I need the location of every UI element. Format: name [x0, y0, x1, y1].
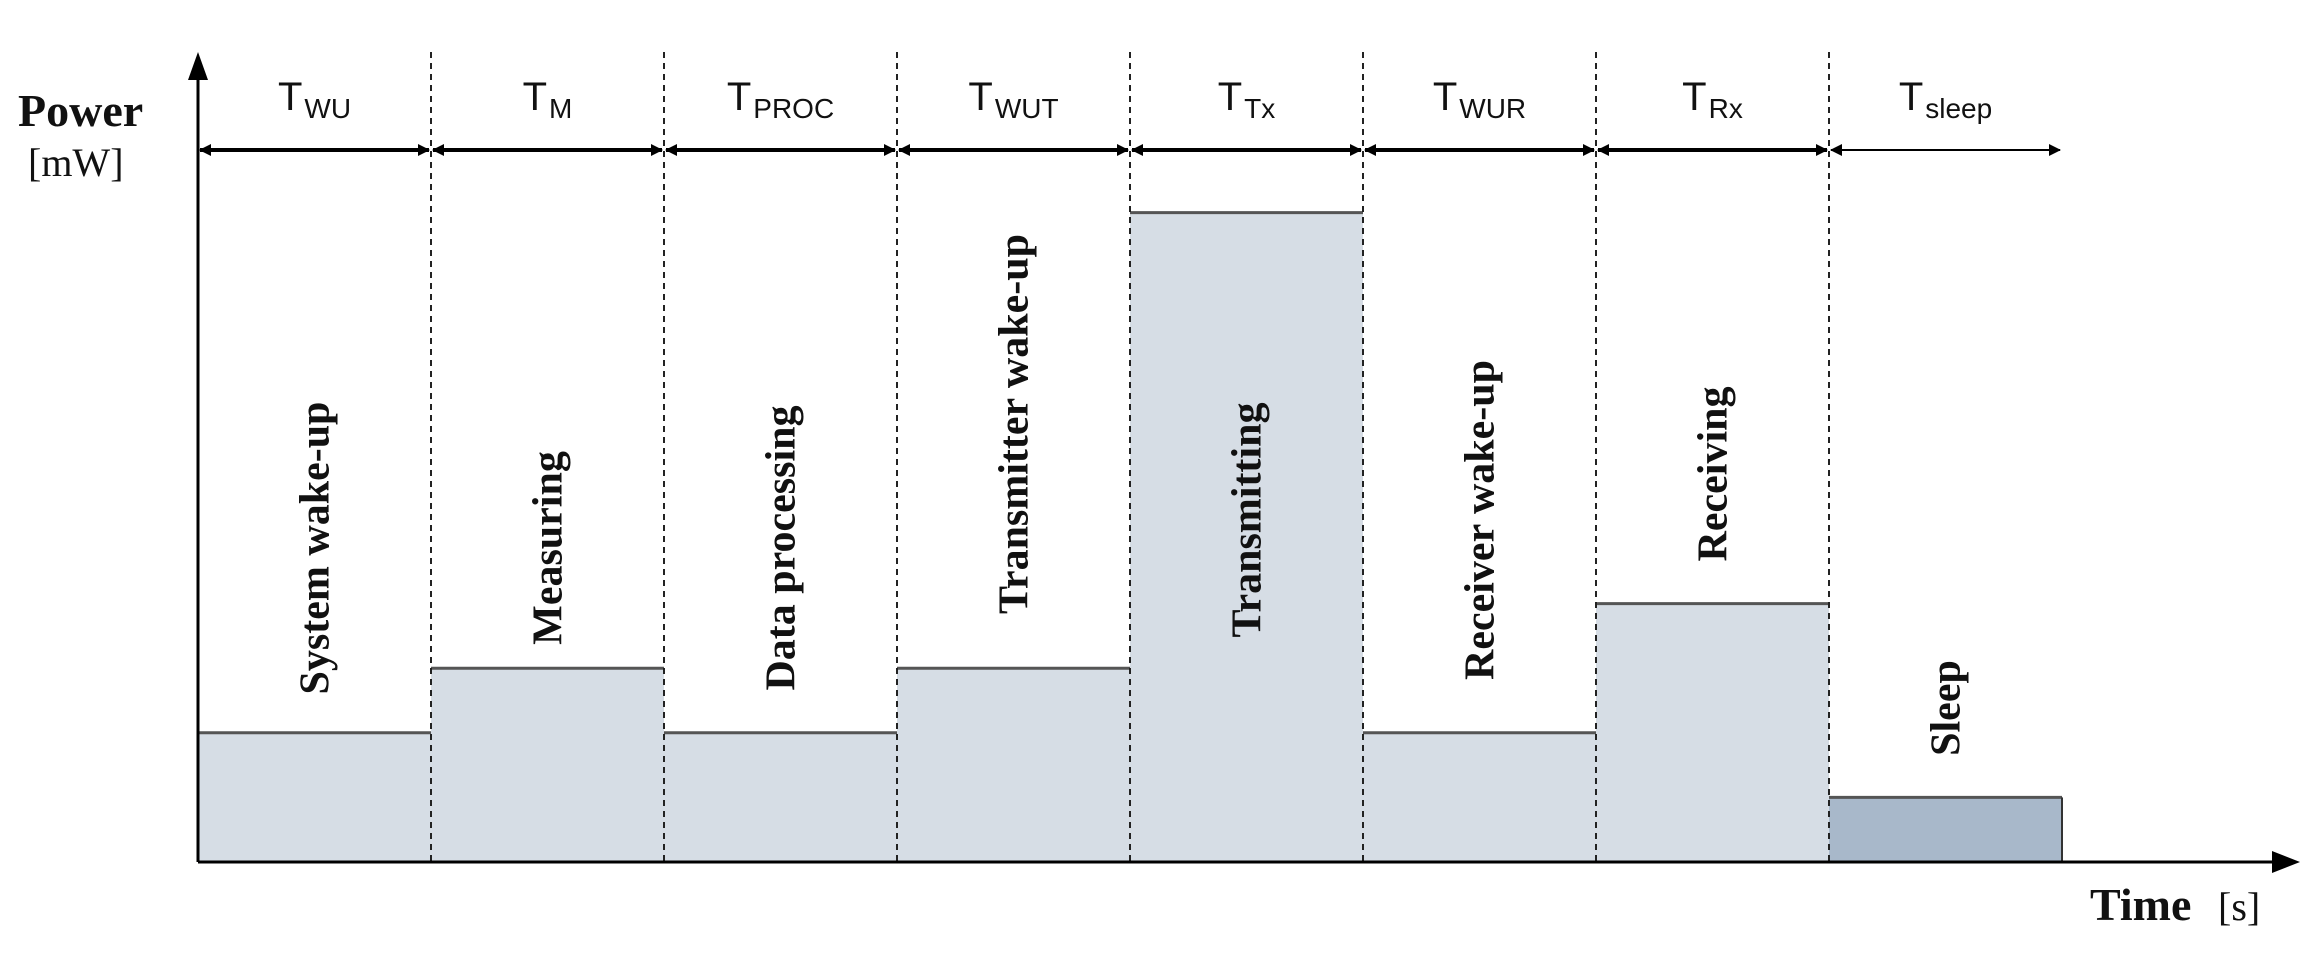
duration-symbol: T — [1899, 75, 1923, 119]
duration-subscript: WU — [304, 93, 351, 124]
power-block-8 — [1829, 797, 2062, 862]
x-axis-title: Time — [2090, 879, 2191, 930]
duration-subscript: WUT — [995, 93, 1059, 124]
duration-symbol: T — [278, 75, 302, 119]
duration-subscript: PROC — [753, 93, 834, 124]
phase-label-7: Receiving — [1691, 387, 1737, 562]
power-blocks — [198, 211, 2063, 863]
duration-label-2: TM — [523, 75, 573, 124]
duration-label-8: Tsleep — [1899, 75, 1992, 124]
power-block-2 — [431, 668, 664, 862]
x-axis-arrowhead — [2272, 851, 2300, 873]
duration-symbol: T — [1218, 75, 1242, 119]
power-block-3 — [664, 732, 897, 862]
duration-label-7: TRx — [1682, 75, 1743, 124]
duration-subscript: M — [549, 93, 572, 124]
duration-symbol: T — [968, 75, 992, 119]
phase-label-5: Transmitting — [1225, 403, 1271, 638]
phase-label-4: Transmitter wake-up — [992, 234, 1038, 614]
y-axis-arrowhead — [188, 52, 208, 80]
phase-label-6: Receiver wake-up — [1458, 360, 1504, 680]
duration-symbol: T — [1682, 75, 1706, 119]
power-block-6 — [1363, 732, 1596, 862]
duration-label-5: TTx — [1218, 75, 1276, 124]
duration-label-6: TWUR — [1433, 75, 1526, 124]
duration-symbol: T — [523, 75, 547, 119]
power-block-5 — [1130, 212, 1363, 863]
duration-subscript: Tx — [1244, 93, 1275, 124]
y-axis-unit: [mW] — [28, 140, 124, 185]
duration-subscript: WUR — [1459, 93, 1526, 124]
duration-symbol: T — [1433, 75, 1457, 119]
phase-label-2: Measuring — [526, 451, 572, 645]
y-axis-title: Power — [18, 85, 143, 136]
duration-symbol: T — [727, 75, 751, 119]
x-axis-unit: [s] — [2218, 884, 2260, 929]
phase-labels: System wake-up Measuring Data processing Tr… — [293, 234, 1970, 756]
phase-label-1: System wake-up — [293, 402, 339, 695]
duration-subscript: Rx — [1709, 93, 1743, 124]
duration-label-4: TWUT — [968, 75, 1058, 124]
duration-subscript: sleep — [1925, 93, 1992, 124]
phase-label-3: Data processing — [759, 405, 805, 690]
duration-label-3: TPROC — [727, 75, 834, 124]
phase-dividers — [430, 52, 1830, 862]
duration-label-1: TWU — [278, 75, 351, 124]
power-block-1 — [198, 732, 431, 862]
phase-label-8: Sleep — [1924, 660, 1970, 756]
power-block-7 — [1596, 603, 1829, 862]
power-block-4 — [897, 668, 1130, 862]
